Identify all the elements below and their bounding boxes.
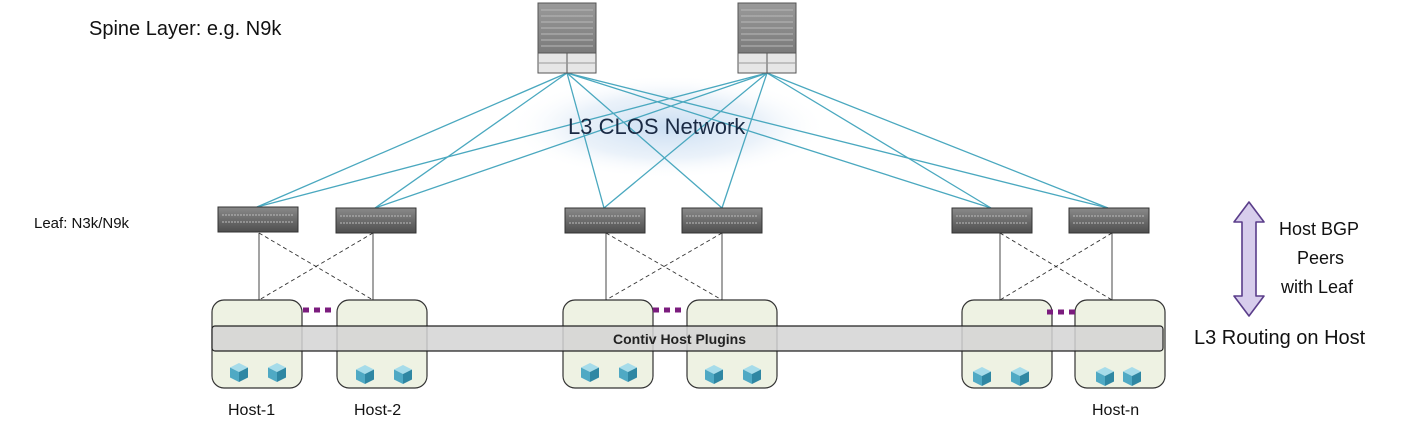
- container-icon: [356, 365, 374, 384]
- container-icon: [581, 363, 599, 382]
- leaf-layer-label: Leaf: N3k/N9k: [34, 215, 130, 232]
- leaf-switch: [564, 207, 646, 234]
- host-label: Host-2: [354, 402, 402, 419]
- leaf-switch: [951, 207, 1033, 234]
- spine-switch-1: [537, 2, 597, 74]
- container-icon: [743, 365, 761, 384]
- bgp-double-arrow: [1233, 201, 1265, 317]
- container-icon: [619, 363, 637, 382]
- host-label: Host-1: [228, 402, 276, 419]
- container-icon: [1123, 367, 1141, 386]
- container-icon: [394, 365, 412, 384]
- bgp-label-line-1: Host BGP: [1279, 219, 1360, 239]
- contiv-plugin-bar: [211, 325, 1164, 352]
- container-icons: [230, 363, 1141, 386]
- spine-layer-label: Spine Layer: e.g. N9k: [89, 18, 282, 40]
- host-interconnect-dots: [303, 307, 1080, 315]
- leaf-switch: [681, 207, 763, 234]
- host-label: Host-n: [1092, 402, 1140, 419]
- leaf-host-cross-links: [258, 232, 1113, 301]
- spine-switch-2: [737, 2, 797, 74]
- container-icon: [1096, 367, 1114, 386]
- container-icon: [268, 363, 286, 382]
- plugin-bar-label: Contiv Host Plugins: [613, 331, 746, 347]
- leaf-host-links: [258, 233, 1113, 300]
- spine-links: [256, 72, 1109, 209]
- bgp-label-line-3: with Leaf: [1281, 277, 1354, 297]
- leaf-switch: [1068, 207, 1150, 234]
- container-icon: [973, 367, 991, 386]
- container-icon: [230, 363, 248, 382]
- leaf-switch: [217, 206, 299, 233]
- container-icon: [705, 365, 723, 384]
- routing-label: L3 Routing on Host: [1194, 327, 1366, 349]
- leaf-switch: [335, 207, 417, 234]
- network-label: L3 CLOS Network: [568, 114, 746, 139]
- container-icon: [1011, 367, 1029, 386]
- network-cloud: [508, 75, 828, 179]
- bgp-label-line-2: Peers: [1297, 248, 1345, 268]
